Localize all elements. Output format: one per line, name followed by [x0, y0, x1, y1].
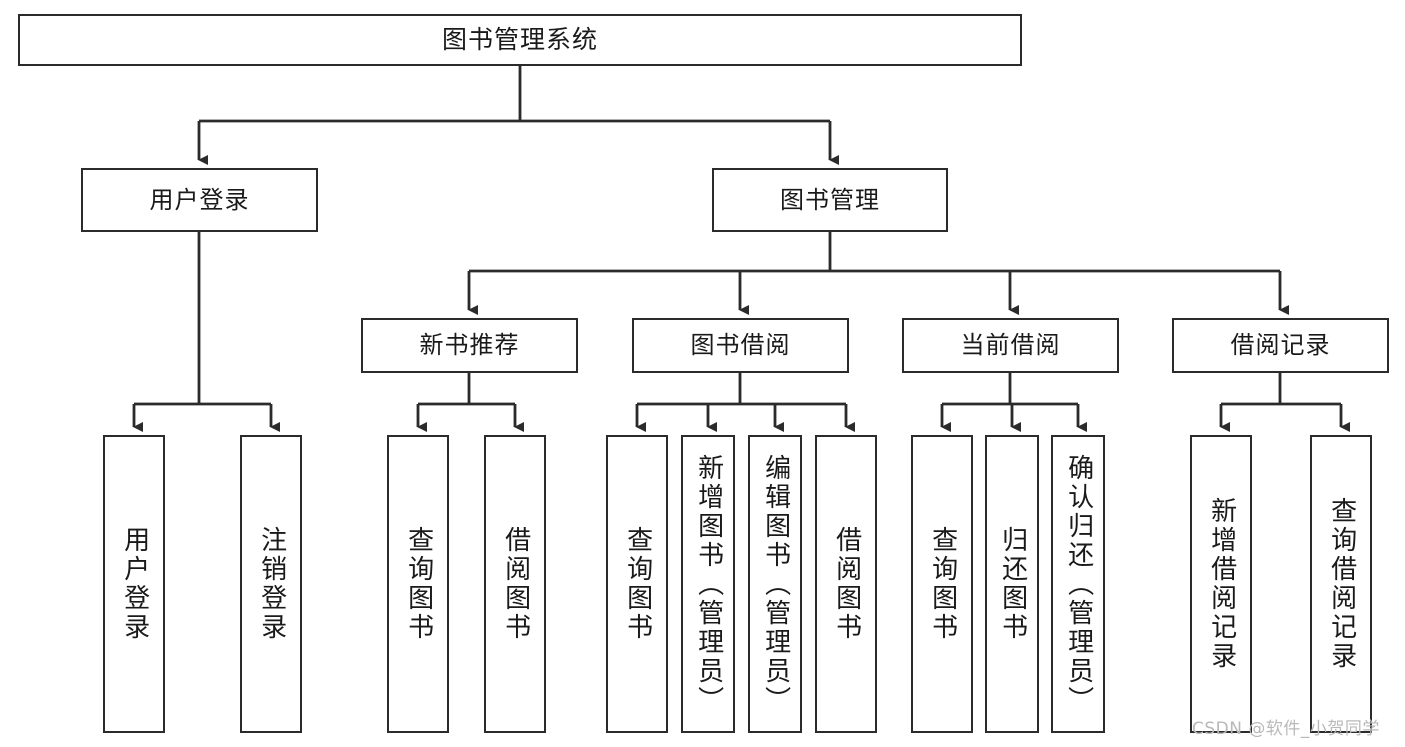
node-user-login-label: 用户登录 [149, 185, 250, 214]
node-borrow-records-label: 借阅记录 [1230, 331, 1331, 360]
node-new-book-recommend-label: 新书推荐 [419, 331, 520, 360]
node-book-management-label: 图书管理 [780, 185, 880, 214]
leaf-logout-label: 注销登录 [256, 526, 287, 642]
leaf-query-borrow-record-label: 查询借阅记录 [1326, 497, 1357, 671]
node-current-borrow-label: 当前借阅 [960, 331, 1061, 360]
leaf-confirm-return-admin-label: 确认归还（管理员） [1063, 453, 1094, 715]
node-book-borrow-label: 图书借阅 [690, 331, 791, 360]
leaf-edit-book-admin-label: 编辑图书（管理员） [760, 453, 791, 715]
node-root-label: 图书管理系统 [441, 25, 598, 54]
leaf-return-books-label: 归还图书 [997, 526, 1028, 642]
leaf-query-books-current[interactable]: 查询图书 [911, 435, 973, 733]
csdn-watermark: CSDN @软件_小贺同学 [1192, 719, 1380, 739]
node-book-borrow[interactable]: 图书借阅 [632, 318, 849, 373]
node-book-management[interactable]: 图书管理 [712, 168, 948, 232]
leaf-return-books[interactable]: 归还图书 [985, 435, 1039, 733]
leaf-add-borrow-record-label: 新增借阅记录 [1206, 497, 1237, 671]
node-root[interactable]: 图书管理系统 [18, 14, 1022, 66]
leaf-confirm-return-admin[interactable]: 确认归还（管理员） [1051, 435, 1105, 733]
node-borrow-records[interactable]: 借阅记录 [1172, 318, 1389, 373]
leaf-query-books-new-label: 查询图书 [403, 526, 434, 642]
leaf-query-books-new[interactable]: 查询图书 [387, 435, 449, 733]
leaf-logout[interactable]: 注销登录 [240, 435, 302, 733]
leaf-user-login[interactable]: 用户登录 [103, 435, 165, 733]
leaf-borrow-books-new[interactable]: 借阅图书 [484, 435, 546, 733]
leaf-add-book-admin[interactable]: 新增图书（管理员） [681, 435, 735, 733]
leaf-edit-book-admin[interactable]: 编辑图书（管理员） [748, 435, 802, 733]
leaf-add-borrow-record[interactable]: 新增借阅记录 [1190, 435, 1252, 733]
leaf-query-books-borrow[interactable]: 查询图书 [606, 435, 668, 733]
leaf-user-login-label: 用户登录 [119, 526, 150, 642]
leaf-query-books-borrow-label: 查询图书 [622, 526, 653, 642]
leaf-borrow-books-new-label: 借阅图书 [500, 526, 531, 642]
leaf-query-borrow-record[interactable]: 查询借阅记录 [1310, 435, 1372, 733]
leaf-borrow-books[interactable]: 借阅图书 [815, 435, 877, 733]
leaf-add-book-admin-label: 新增图书（管理员） [693, 453, 724, 715]
node-current-borrow[interactable]: 当前借阅 [902, 318, 1119, 373]
leaf-borrow-books-label: 借阅图书 [831, 526, 862, 642]
node-user-login[interactable]: 用户登录 [81, 168, 318, 232]
leaf-query-books-current-label: 查询图书 [927, 526, 958, 642]
node-new-book-recommend[interactable]: 新书推荐 [361, 318, 578, 373]
